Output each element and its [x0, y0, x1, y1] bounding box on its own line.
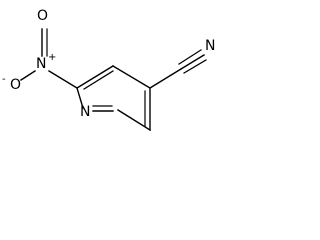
- nitro-oxygen-top-label: O: [37, 8, 48, 24]
- bond-cn-triple-1: [180, 54, 205, 70]
- nitro-oxygen-charge: -: [2, 74, 6, 85]
- bond-n1-c2: [76, 87, 84, 109]
- nitrile-nitrogen-label: N: [205, 38, 215, 54]
- bond-c2-nitro-n: [48, 70, 78, 89]
- bond-c3-c4: [112, 65, 151, 89]
- nitro-nitrogen-label: N: [36, 56, 46, 72]
- molecule-structure: N N + O O - N: [2, 8, 215, 131]
- atom-labels: N N + O O - N: [2, 8, 215, 120]
- ring-nitrogen-label: N: [80, 104, 90, 120]
- structure-canvas: N N + O O - N: [0, 0, 228, 134]
- bond-cn-triple-2: [178, 49, 202, 65]
- bond-c2-c3-double: [83, 70, 114, 90]
- bond-c2-c3: [76, 65, 114, 89]
- bond-cn-triple-3: [183, 59, 207, 74]
- bond-c5-c6: [117, 109, 151, 131]
- nitro-oxygen-left-label: O: [10, 77, 21, 93]
- bond-c4-cn: [149, 68, 182, 89]
- bonds: [20, 28, 207, 131]
- bond-nitro-n-o-left: [20, 70, 36, 81]
- nitro-nitrogen-charge: +: [48, 52, 56, 63]
